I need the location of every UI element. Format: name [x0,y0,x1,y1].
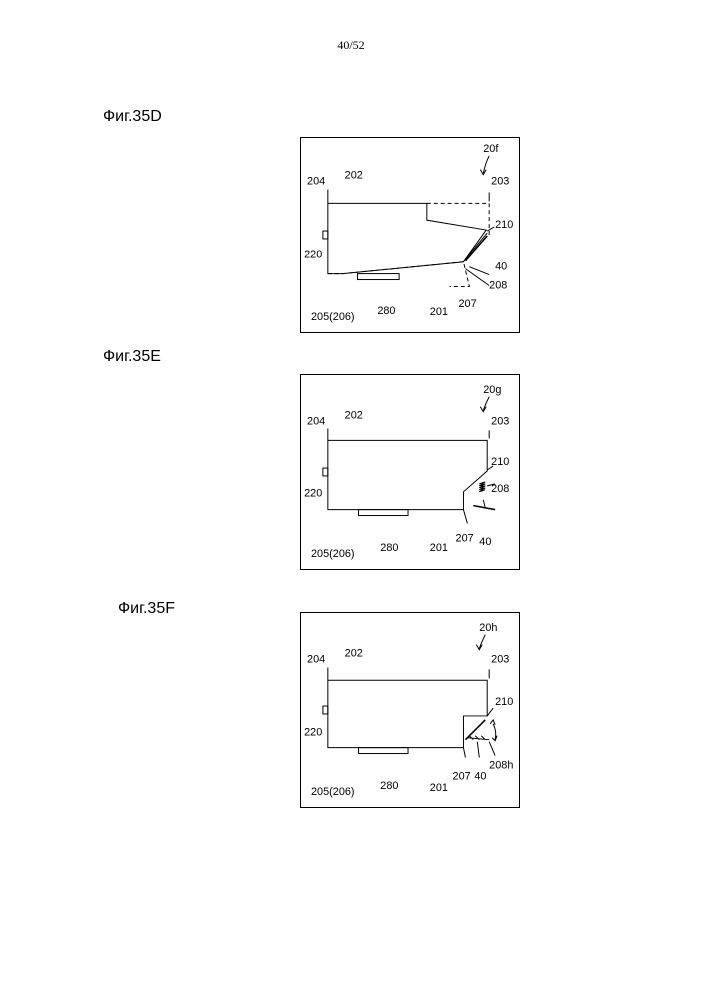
label-207: 207 [453,770,471,782]
diagram-35f: 20h 204 202 203 210 220 208h 40 207 201 … [301,613,519,807]
label-202: 202 [345,410,363,422]
diagram-35d: 20f 204 202 203 210 220 40 208 207 201 2… [301,138,519,332]
figure-title-35e: Фиг.35E [103,348,161,366]
label-ref: 20h [479,622,497,634]
label-208: 208 [489,279,507,291]
device-body [328,680,487,747]
rotation-arrow [490,720,497,741]
pointer-arrow [476,635,485,650]
element-220 [323,706,328,714]
device-body [328,440,487,509]
label-207: 207 [456,532,474,544]
element-280 [358,274,400,280]
element-280 [359,748,408,754]
dashed-outline [328,203,489,286]
label-220: 220 [304,249,322,261]
element-220 [323,468,328,476]
leader-lines [328,667,493,716]
figure-panel-35d: 20f 204 202 203 210 220 40 208 207 201 2… [300,137,520,333]
label-204: 204 [307,415,325,427]
page-number: 40/52 [0,38,702,53]
label-205-206: 205(206) [311,548,355,560]
leader-lines-2 [463,742,495,758]
label-280: 280 [377,305,395,317]
label-202: 202 [345,648,363,660]
label-208h: 208h [489,759,513,771]
label-210: 210 [495,696,513,708]
label-203: 203 [491,653,509,665]
label-205-206: 205(206) [311,786,355,798]
pointer-arrow [480,156,489,175]
label-201: 201 [430,782,448,794]
label-220: 220 [304,488,322,500]
label-40: 40 [479,536,491,548]
diagram-35e: 20g 204 202 203 210 220 208 40 207 201 2… [301,375,519,569]
figure-panel-35f: 20h 204 202 203 210 220 208h 40 207 201 … [300,612,520,808]
label-207: 207 [459,298,477,310]
label-201: 201 [430,542,448,554]
element-208h [467,736,489,740]
pointer-arrow [480,397,489,412]
label-220: 220 [304,727,322,739]
figure-title-35d: Фиг.35D [103,108,162,126]
label-210: 210 [491,456,509,468]
label-280: 280 [380,780,398,792]
label-201: 201 [430,306,448,318]
label-204: 204 [307,176,325,188]
label-204: 204 [307,653,325,665]
label-ref: 20g [483,384,501,396]
label-280: 280 [380,542,398,554]
spring-208 [479,482,485,492]
element-280 [359,510,408,516]
label-202: 202 [345,170,363,182]
label-203: 203 [491,176,509,188]
label-205-206: 205(206) [311,311,355,323]
device-body [328,203,486,273]
element-220 [323,231,328,239]
element-40 [473,506,495,510]
label-210: 210 [495,219,513,231]
label-ref: 20f [483,143,499,155]
figure-title-35f: Фиг.35F [118,600,175,618]
label-40: 40 [474,770,486,782]
label-40: 40 [495,261,507,273]
figure-panel-35e: 20g 204 202 203 210 220 208 40 207 201 2… [300,374,520,570]
label-203: 203 [491,415,509,427]
leader-lines [328,189,494,285]
element-208 [465,236,487,261]
